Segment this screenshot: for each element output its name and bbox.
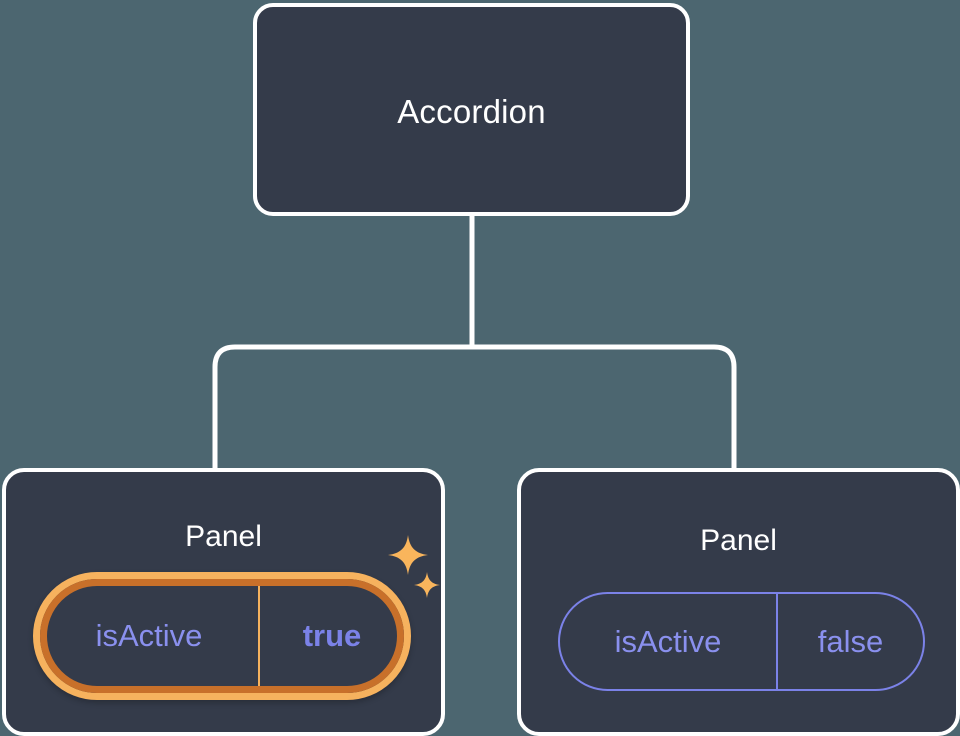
connector-branch-bus (212, 344, 737, 470)
prop-pill-is-active-true[interactable]: isActive true (33, 572, 411, 700)
node-panel-left-label: Panel (185, 520, 262, 553)
prop-key-label: isActive (560, 594, 778, 689)
node-panel-right-label: Panel (700, 524, 777, 557)
prop-key-label: isActive (40, 579, 260, 693)
node-accordion-label: Accordion (397, 93, 546, 130)
prop-value-label: true (302, 618, 362, 653)
node-accordion[interactable]: Accordion (253, 3, 690, 216)
prop-value-label: false (817, 623, 884, 659)
prop-pill-is-active-false[interactable]: isActive false (558, 592, 925, 691)
prop-pill-inner: isActive true (40, 579, 404, 693)
